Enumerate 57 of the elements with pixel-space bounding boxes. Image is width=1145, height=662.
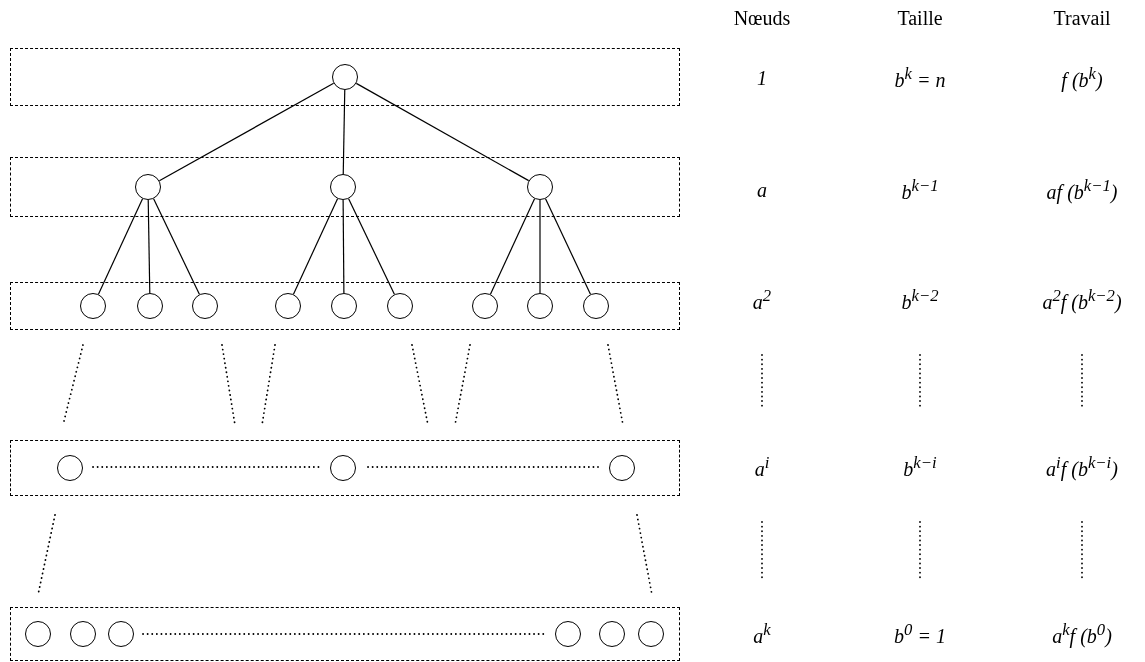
tree-edge — [539, 199, 541, 294]
tree-edge — [342, 199, 345, 294]
tree-edge — [153, 198, 200, 295]
table-cell: b$^{k−i}$ — [903, 453, 937, 481]
column-header: Travail — [1053, 6, 1111, 30]
level-band — [10, 607, 680, 661]
table-cell: a$^{2}$ — [752, 286, 772, 314]
tree-node-circle — [554, 620, 581, 647]
table-cell: a$^{i}$ — [754, 453, 770, 481]
level-band — [10, 157, 680, 217]
tree-node-circle — [134, 173, 161, 200]
tree-edge — [489, 198, 536, 295]
tree-node-circle — [191, 292, 218, 319]
tree-node-circle — [107, 620, 134, 647]
tree-edge — [147, 199, 151, 294]
tree-node-circle — [598, 620, 625, 647]
table-cell: b$^{0}$ = 1 — [894, 620, 946, 648]
tree-node-circle — [331, 63, 358, 90]
table-cell: a$^{k}$ — [753, 620, 771, 648]
tree-node-circle — [79, 292, 106, 319]
tree-node-circle — [526, 173, 553, 200]
table-cell: 1 — [757, 66, 767, 90]
level-band — [10, 440, 680, 496]
tree-node-circle — [582, 292, 609, 319]
tree-node-circle — [386, 292, 413, 319]
table-cell: b$^{k}$ = n — [894, 64, 946, 92]
column-header: Nœuds — [733, 6, 791, 30]
tree-edge — [158, 82, 335, 182]
level-band — [10, 282, 680, 330]
tree-node-circle — [136, 292, 163, 319]
tree-node-circle — [329, 173, 356, 200]
table-cell: b$^{k−1}$ — [901, 176, 939, 204]
tree-node-circle — [24, 620, 51, 647]
tree-edge — [348, 198, 395, 295]
table-cell: a$^{i}$f (b$^{k−i}$) — [1046, 453, 1118, 481]
tree-edge — [544, 198, 592, 295]
table-cell: b$^{k−2}$ — [901, 286, 939, 314]
tree-node-circle — [526, 292, 553, 319]
tree-node-circle — [637, 620, 664, 647]
column-header: Taille — [897, 6, 943, 30]
tree-edge — [292, 198, 339, 295]
table-cell: a$^{k}$f (b$^{0}$) — [1052, 620, 1112, 648]
tree-node-circle — [329, 454, 356, 481]
tree-edge — [97, 198, 144, 295]
tree-node-circle — [69, 620, 96, 647]
tree-node-circle — [56, 454, 83, 481]
tree-node-circle — [330, 292, 357, 319]
table-cell: f (b$^{k}$) — [1061, 64, 1103, 92]
tree-edge — [355, 82, 530, 182]
tree-edge — [342, 89, 346, 175]
level-band — [10, 48, 680, 106]
table-cell: a$^{2}$f (b$^{k−2}$) — [1042, 286, 1122, 314]
tree-node-circle — [471, 292, 498, 319]
table-cell: a — [757, 178, 767, 202]
tree-node-circle — [608, 454, 635, 481]
tree-node-circle — [274, 292, 301, 319]
table-cell: af (b$^{k−1}$) — [1046, 176, 1118, 204]
